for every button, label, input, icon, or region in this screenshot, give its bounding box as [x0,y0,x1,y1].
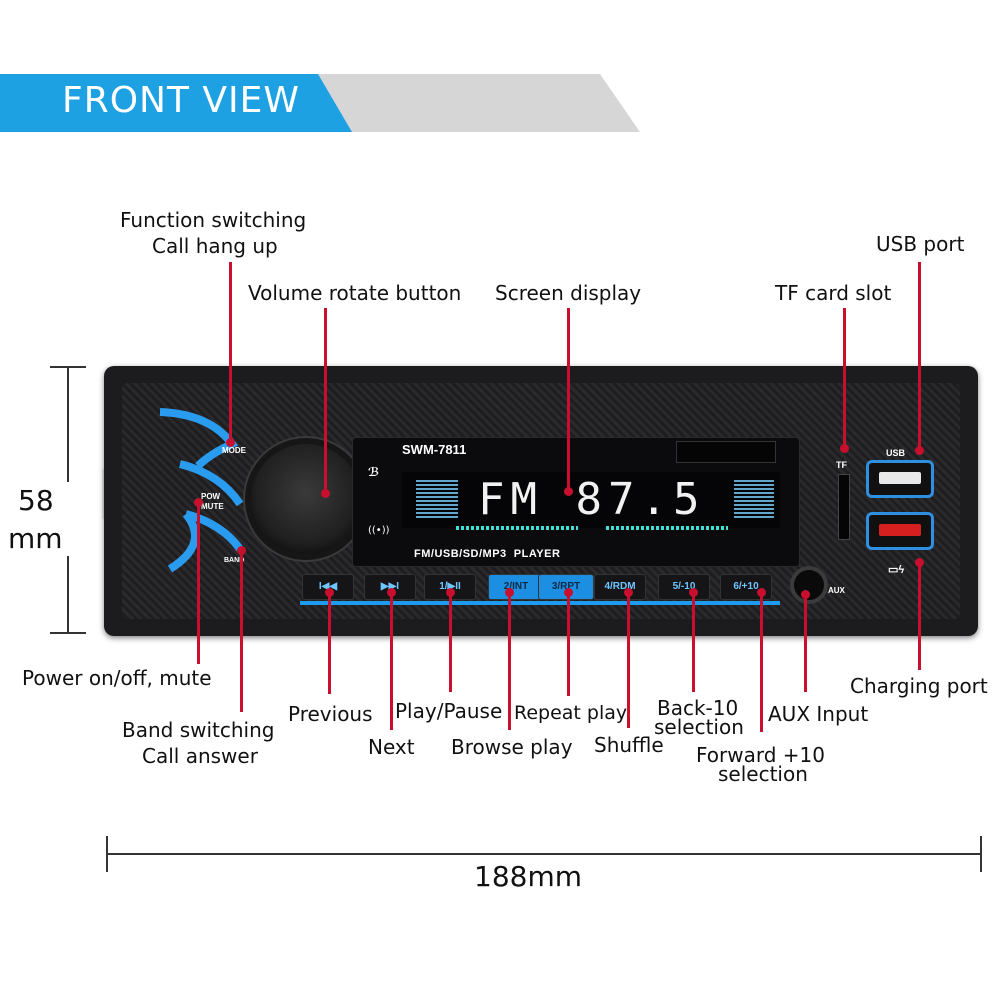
preset-button-row: I◀◀ ▶▶I 1/▶II 2/INT 3/RPT 4/RDM 5/-10 6/… [300,574,780,604]
leader-browse [508,592,511,730]
leader-dot-usb [915,446,924,455]
leader-back10 [692,592,695,692]
label-back10-selection: selection [654,715,744,739]
label-shuffle: Shuffle [594,733,664,757]
label-back10: Back-10 [657,696,739,720]
blue-accent-strip [300,601,780,605]
label-aux-input: AUX Input [768,702,869,726]
leader-next [390,592,393,730]
height-dim-bottom [50,632,86,634]
leader-band [240,550,243,712]
label-next: Next [368,735,415,759]
charging-port[interactable] [866,512,934,550]
leader-volume [324,308,327,494]
blue-wing-decoration [150,404,250,576]
height-value: 58 [18,484,54,517]
repeat-button[interactable]: 3/RPT [538,574,594,600]
label-forward10: Forward +10 [696,743,825,767]
leader-dot-shuffle [624,588,633,597]
leader-dot-band [237,546,246,555]
width-dim-line [106,853,982,855]
lcd-display: FM 87.5 [402,472,780,528]
forward10-button[interactable]: 6/+10 [720,574,772,600]
leader-power [197,502,200,664]
leader-shuffle [627,592,630,728]
leader-dot-screen [564,487,573,496]
leader-dot-tf [840,444,849,453]
leader-play [449,592,452,692]
eq-right [734,480,774,520]
label-previous: Previous [288,702,373,726]
shuffle-button[interactable]: 4/RDM [594,574,646,600]
label-forward10-selection: selection [718,762,808,786]
label-charging: Charging port [850,674,988,698]
label-call-answer: Call answer [142,744,258,768]
usb-label: USB [886,448,906,458]
label-usb-port: USB port [876,232,965,256]
bluetooth-icon: ℬ [368,465,380,479]
leader-dot-back10 [689,588,698,597]
width-value: 188mm [474,860,582,893]
leader-dot-next [387,588,396,597]
aux-label: AUX [828,586,845,595]
leader-tf [843,308,846,450]
leader-dot-mode [226,438,235,447]
leader-dot-previous [325,588,334,597]
label-play-pause: Play/Pause [395,699,503,723]
power-mute-button[interactable]: POW MUTE [201,492,224,511]
back10-button[interactable]: 5/-10 [658,574,710,600]
label-call-hang-up: Call hang up [152,234,278,258]
aux-jack[interactable] [790,566,828,604]
label-screen: Screen display [495,281,642,305]
banner-title: FRONT VIEW [62,80,301,121]
height-dim-line-bottom [67,556,69,632]
leader-usb [918,262,921,452]
eq-left [416,480,458,520]
mode-button[interactable]: MODE [222,446,246,455]
cd-slot [676,441,776,463]
band-button[interactable]: BAND [224,557,245,564]
banner-accent [0,74,352,132]
leader-charging [918,562,921,670]
label-volume: Volume rotate button [248,281,462,305]
leader-dot-repeat [564,588,573,597]
model-label: SWM-7811 [402,442,467,457]
label-power: Power on/off, mute [22,666,212,690]
leader-repeat [567,592,570,696]
leader-dot-aux [801,590,810,599]
leader-dot-play [446,588,455,597]
frequency-readout: FM 87.5 [478,474,706,525]
label-tf-slot: TF card slot [775,281,892,305]
leader-mode [229,262,232,444]
format-label: FM/USB/SD/MP3 PLAYER [414,548,561,560]
leader-previous [328,592,331,694]
signal-bar-left [456,526,578,530]
leader-screen [567,308,570,492]
signal-bar-right [606,526,728,530]
browse-button[interactable]: 2/INT [488,574,544,600]
leader-forward10 [760,592,763,732]
label-band-switching: Band switching [122,718,275,742]
leader-dot-forward10 [757,588,766,597]
height-unit: mm [8,522,63,555]
leader-aux [804,594,807,692]
battery-icon: ▭ϟ [888,564,905,576]
tf-label: TF [836,460,847,470]
label-repeat: Repeat play [514,702,628,724]
leader-dot-charging [915,558,924,567]
label-browse: Browse play [451,735,573,759]
signal-icon: ((•)) [368,525,390,536]
tf-card-slot[interactable] [838,474,850,540]
leader-dot-power [194,498,203,507]
leader-dot-volume [321,489,330,498]
volume-knob[interactable] [243,436,369,562]
leader-dot-browse [505,588,514,597]
usb-port[interactable] [866,460,934,498]
label-function-switching: Function switching [120,208,307,232]
height-dim-line-top [67,366,69,482]
